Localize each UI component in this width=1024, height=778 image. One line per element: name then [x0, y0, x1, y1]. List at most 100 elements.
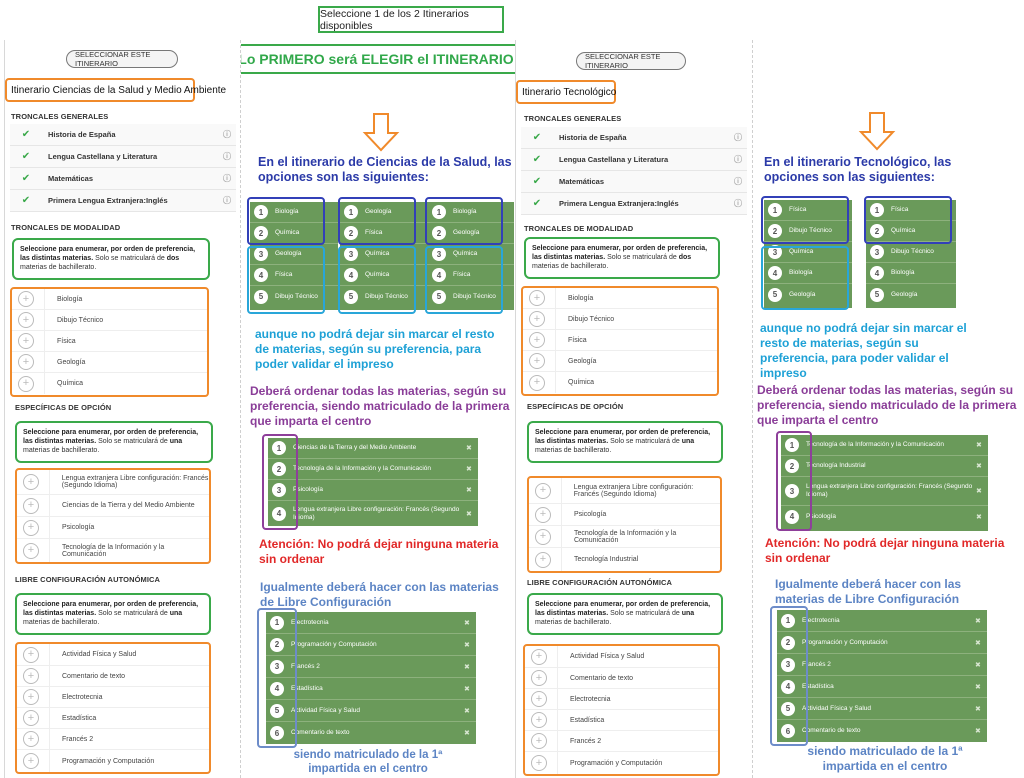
- plus-icon[interactable]: +: [23, 731, 39, 747]
- option-row[interactable]: +Programación y Computación: [17, 750, 209, 772]
- option-row[interactable]: +Biología: [12, 289, 207, 310]
- option-row[interactable]: +Química: [523, 372, 717, 393]
- option-row[interactable]: +Comentario de texto: [17, 666, 209, 687]
- option-row[interactable]: +Dibujo Técnico: [523, 309, 717, 330]
- option-row[interactable]: +Actividad Física y Salud: [17, 644, 209, 666]
- remove-icon[interactable]: ✖: [976, 513, 982, 521]
- remove-icon[interactable]: ✖: [976, 488, 982, 495]
- remove-icon[interactable]: ✖: [975, 728, 981, 735]
- plus-icon[interactable]: +: [529, 374, 545, 391]
- info-icon[interactable]: ⓘ: [734, 199, 742, 208]
- plus-icon[interactable]: +: [18, 333, 34, 349]
- option-row[interactable]: +Tecnología Industrial: [529, 548, 720, 571]
- option-row[interactable]: +Tecnología de la Información y la Comun…: [17, 539, 209, 562]
- remove-icon[interactable]: ✖: [464, 663, 470, 671]
- option-row[interactable]: +Física: [12, 331, 207, 352]
- igualmente-note: Igualmente deberá hacer con las materias…: [260, 580, 499, 609]
- note-lead: Seleccione para enumerar, por orden de p…: [23, 429, 199, 445]
- plus-icon[interactable]: +: [18, 354, 34, 370]
- plus-icon[interactable]: +: [535, 482, 551, 499]
- rank-number: 1: [781, 613, 795, 628]
- plus-icon[interactable]: +: [531, 648, 547, 665]
- select-tech-itinerary-button[interactable]: SELECCIONAR ESTE ITINERARIO: [576, 52, 686, 70]
- check-icon: ✔: [532, 132, 542, 143]
- plus-icon[interactable]: +: [23, 542, 39, 559]
- option-row[interactable]: +Geología: [523, 351, 717, 372]
- ranked-label: Biología: [789, 269, 813, 276]
- remove-icon[interactable]: ✖: [466, 466, 472, 473]
- rank-number: 4: [768, 266, 782, 280]
- option-row[interactable]: +Geología: [12, 352, 207, 373]
- remove-icon[interactable]: ✖: [464, 641, 470, 649]
- option-row[interactable]: + Psicología: [529, 504, 720, 526]
- remove-icon[interactable]: ✖: [976, 463, 982, 470]
- remove-icon[interactable]: ✖: [466, 487, 472, 494]
- plus-icon[interactable]: +: [23, 689, 39, 705]
- remove-icon[interactable]: ✖: [976, 442, 982, 449]
- plus-icon[interactable]: +: [529, 332, 545, 348]
- remove-icon[interactable]: ✖: [975, 661, 981, 669]
- plus-icon[interactable]: +: [531, 712, 547, 728]
- option-label: Psicología: [574, 511, 607, 518]
- info-icon[interactable]: ⓘ: [223, 196, 231, 205]
- remove-icon[interactable]: ✖: [975, 639, 981, 647]
- info-icon[interactable]: ⓘ: [734, 133, 742, 142]
- option-row[interactable]: +Física: [523, 330, 717, 351]
- plus-icon[interactable]: +: [529, 290, 545, 306]
- highlight-tech-libre-order: [770, 606, 808, 746]
- remove-icon[interactable]: ✖: [466, 510, 472, 518]
- plus-icon[interactable]: +: [531, 670, 547, 686]
- plus-icon[interactable]: +: [23, 646, 39, 663]
- option-row[interactable]: +Estadística: [525, 710, 718, 731]
- info-icon[interactable]: ⓘ: [223, 152, 231, 161]
- plus-icon[interactable]: +: [531, 691, 547, 707]
- remove-icon[interactable]: ✖: [975, 683, 981, 691]
- option-row[interactable]: +Lengua extranjera Libre configuración: …: [529, 478, 720, 504]
- option-row[interactable]: +Ciencias de la Tierra y del Medio Ambie…: [17, 495, 209, 517]
- plus-icon[interactable]: +: [23, 668, 39, 684]
- plus-icon[interactable]: +: [535, 551, 551, 568]
- info-icon[interactable]: ⓘ: [734, 177, 742, 186]
- remove-icon[interactable]: ✖: [466, 445, 472, 452]
- plus-icon[interactable]: +: [23, 474, 39, 490]
- plus-icon[interactable]: +: [535, 528, 551, 545]
- option-row[interactable]: +Estadística: [17, 708, 209, 729]
- plus-icon[interactable]: +: [23, 710, 39, 726]
- rank-number: 3: [432, 247, 446, 261]
- plus-icon[interactable]: +: [535, 506, 551, 523]
- plus-icon[interactable]: +: [529, 353, 545, 369]
- plus-icon[interactable]: +: [23, 497, 39, 514]
- info-icon[interactable]: ⓘ: [223, 130, 231, 139]
- remove-icon[interactable]: ✖: [975, 617, 981, 625]
- remove-icon[interactable]: ✖: [464, 707, 470, 715]
- plus-icon[interactable]: +: [529, 311, 545, 327]
- option-row[interactable]: +Francés 2: [525, 731, 718, 752]
- option-row[interactable]: +Francés 2: [17, 729, 209, 750]
- info-icon[interactable]: ⓘ: [223, 174, 231, 183]
- plus-icon[interactable]: +: [531, 755, 547, 771]
- plus-icon[interactable]: +: [18, 312, 34, 328]
- plus-icon[interactable]: +: [18, 375, 34, 392]
- option-row[interactable]: +Lengua extranjera Libre configuración: …: [17, 470, 209, 495]
- plus-icon[interactable]: +: [18, 291, 34, 307]
- plus-icon[interactable]: +: [531, 733, 547, 749]
- option-row[interactable]: +Electrotecnia: [17, 687, 209, 708]
- option-row[interactable]: +Electrotecnia: [525, 689, 718, 710]
- option-row[interactable]: +Tecnología de la Información y la Comun…: [529, 526, 720, 548]
- remove-icon[interactable]: ✖: [464, 730, 470, 737]
- remove-icon[interactable]: ✖: [464, 619, 470, 627]
- remove-icon[interactable]: ✖: [975, 705, 981, 713]
- option-row[interactable]: +Química: [12, 373, 207, 394]
- plus-icon[interactable]: +: [23, 753, 39, 769]
- option-row[interactable]: +Biología: [523, 288, 717, 309]
- option-row[interactable]: +Dibujo Técnico: [12, 310, 207, 331]
- plus-icon[interactable]: +: [23, 519, 39, 536]
- option-row[interactable]: +Actividad Física y Salud: [525, 646, 718, 668]
- info-icon[interactable]: ⓘ: [734, 155, 742, 164]
- remove-icon[interactable]: ✖: [464, 685, 470, 693]
- option-row[interactable]: +Comentario de texto: [525, 668, 718, 689]
- ranked-label: Estadística: [802, 682, 834, 690]
- select-health-itinerary-button[interactable]: SELECCIONAR ESTE ITINERARIO: [66, 50, 178, 68]
- option-row[interactable]: +Psicología: [17, 517, 209, 539]
- option-row[interactable]: +Programación y Computación: [525, 752, 718, 774]
